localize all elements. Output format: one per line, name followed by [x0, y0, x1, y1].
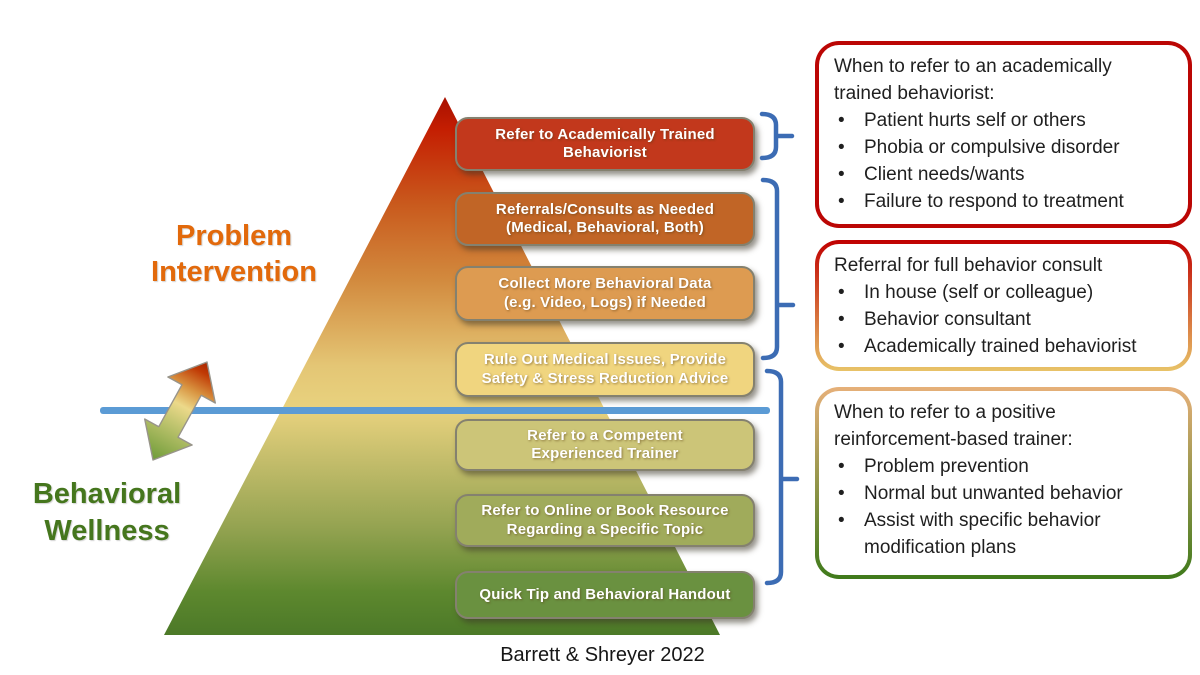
callout-bullet-item: • Client needs/wants	[838, 161, 1180, 188]
callout-positive-reinforcement-trainer: When to refer to a positive reinforcemen…	[815, 387, 1192, 579]
callout-bullet-item: • Assist with specific behavior modificat…	[838, 507, 1180, 561]
updown-gradient-arrow-icon	[144, 361, 217, 461]
bullet-text: Academically trained behaviorist	[864, 336, 1137, 357]
bullet-text: Client needs/wants	[864, 164, 1025, 185]
bullet-icon: •	[838, 137, 845, 158]
brace-top-icon	[759, 111, 795, 161]
callout-bullet-item: • Problem prevention	[838, 453, 1180, 480]
callout-bullet-item: • Normal but unwanted behavior	[838, 480, 1180, 507]
callout-title: When to refer to an academically trained…	[834, 56, 1112, 104]
callout-bullet-item: • Patient hurts self or others	[838, 107, 1180, 134]
callout-full-behavior-consult: Referral for full behavior consult • In ho…	[815, 240, 1192, 371]
bullet-text: Patient hurts self or others	[864, 110, 1086, 131]
bullet-icon: •	[838, 510, 845, 531]
callout-body: When to refer to an academically trained…	[819, 45, 1188, 224]
bullet-icon: •	[838, 309, 845, 330]
bullet-icon: •	[838, 110, 845, 131]
brace-middle-icon	[760, 177, 796, 361]
callout-academically-trained-behaviorist: When to refer to an academically trained…	[815, 41, 1192, 228]
bullet-icon: •	[838, 282, 845, 303]
callout-title: Referral for full behavior consult	[834, 255, 1103, 276]
callout-bullet-item: • In house (self or colleague)	[838, 279, 1180, 306]
brace-bottom-icon	[764, 368, 800, 586]
wellness-intervention-divider-line	[100, 407, 770, 414]
callout-bullet-item: • Failure to respond to treatment	[838, 188, 1180, 215]
bullet-icon: •	[838, 164, 845, 185]
bullet-text: In house (self or colleague)	[864, 282, 1094, 303]
label-behavioral-wellness: Behavioral Wellness	[32, 478, 182, 547]
bullet-text: Failure to respond to treatment	[864, 191, 1124, 212]
bullet-icon: •	[838, 456, 845, 477]
callout-bullet-item: • Behavior consultant	[838, 306, 1180, 333]
callout-title: When to refer to a positive reinforcemen…	[834, 402, 1073, 450]
caption-credit: Barrett & Shreyer 2022	[500, 644, 705, 666]
callout-body: Referral for full behavior consult • In ho…	[819, 244, 1188, 367]
label-problem-intervention: Problem Intervention	[151, 220, 317, 288]
bullet-text: Problem prevention	[864, 456, 1029, 477]
bullet-icon: •	[838, 336, 845, 357]
bullet-text: Normal but unwanted behavior	[864, 483, 1123, 504]
bullet-text: Phobia or compulsive disorder	[864, 137, 1120, 158]
callout-bullet-item: • Academically trained behaviorist	[838, 333, 1180, 360]
bullet-icon: •	[838, 483, 845, 504]
callout-body: When to refer to a positive reinforcemen…	[819, 391, 1188, 575]
callout-bullet-item: • Phobia or compulsive disorder	[838, 134, 1180, 161]
bullet-icon: •	[838, 191, 845, 212]
callout-braces	[759, 111, 800, 586]
bullet-text: Assist with specific behavior modificati…	[864, 510, 1101, 558]
bullet-text: Behavior consultant	[864, 309, 1031, 330]
